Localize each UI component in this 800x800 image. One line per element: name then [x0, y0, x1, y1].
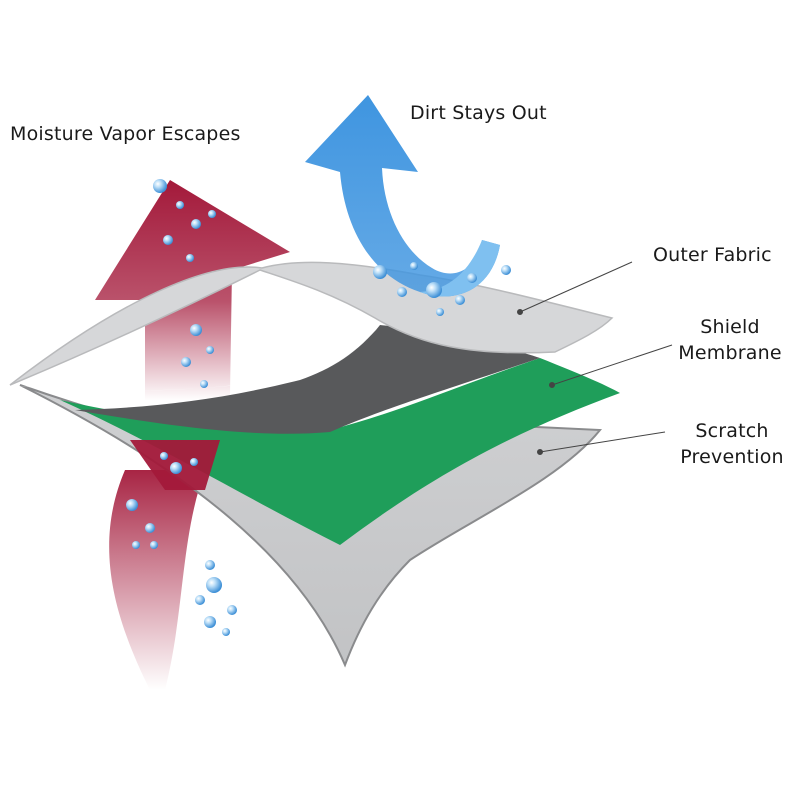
water-droplet-icon: [195, 595, 205, 605]
water-droplet-icon: [170, 462, 182, 474]
water-droplet-icon: [200, 380, 208, 388]
water-droplet-icon: [455, 295, 465, 305]
outer-fabric-underside: [75, 325, 540, 434]
scratch-prevention-label-line2: Prevention: [680, 446, 784, 468]
water-droplet-icon: [206, 577, 222, 593]
water-droplet-icon: [206, 346, 214, 354]
water-droplet-icon: [145, 523, 155, 533]
water-droplet-icon: [501, 265, 511, 275]
vapor-arrow-lower: [109, 470, 205, 690]
water-droplet-icon: [190, 324, 202, 336]
outer-fabric-leader: [519, 261, 633, 313]
outer-fabric-leader-dot: [517, 309, 523, 315]
leader-lines: [517, 261, 673, 455]
water-droplet-icon: [186, 254, 194, 262]
water-droplet-icon: [153, 179, 167, 193]
water-droplet-icon: [163, 235, 173, 245]
water-droplet-icon: [205, 560, 215, 570]
water-droplet-icon: [410, 262, 418, 270]
shield-membrane-leader-dot: [549, 382, 555, 388]
water-droplet-icon: [190, 458, 198, 466]
water-droplets: [126, 179, 511, 636]
water-droplet-icon: [373, 265, 387, 279]
water-droplet-icon: [222, 628, 230, 636]
water-droplet-icon: [126, 499, 138, 511]
moisture-label: Moisture Vapor Escapes: [10, 123, 241, 145]
shield-membrane-leader: [551, 344, 673, 386]
outer-fabric-label: Outer Fabric: [653, 244, 772, 266]
water-droplet-icon: [160, 452, 168, 460]
water-droplet-icon: [397, 287, 407, 297]
water-droplet-icon: [181, 357, 191, 367]
scratch-prevention-label-line1: Scratch: [695, 420, 769, 442]
dirt-arrow: [305, 95, 500, 297]
water-droplet-icon: [426, 282, 442, 298]
scratch-prevention-leader-dot: [537, 449, 543, 455]
dirt-label: Dirt Stays Out: [410, 102, 547, 124]
shield-membrane-label: Shield Membrane: [670, 316, 790, 364]
water-droplet-icon: [467, 273, 477, 283]
water-droplet-icon: [204, 616, 216, 628]
dirt-arrow-tail: [420, 240, 500, 297]
shield-membrane-label-line1: Shield: [700, 316, 760, 338]
scratch-prevention-label: Scratch Prevention: [672, 420, 792, 468]
scratch-prevention-leader: [539, 431, 666, 453]
water-droplet-icon: [227, 605, 237, 615]
shield-membrane-label-line2: Membrane: [678, 342, 782, 364]
water-droplet-icon: [436, 308, 444, 316]
shield-membrane-layer: [60, 358, 620, 545]
water-droplet-icon: [208, 210, 216, 218]
water-droplet-icon: [191, 219, 201, 229]
water-droplet-icon: [132, 541, 140, 549]
water-droplet-icon: [150, 541, 158, 549]
water-droplet-icon: [176, 201, 184, 209]
